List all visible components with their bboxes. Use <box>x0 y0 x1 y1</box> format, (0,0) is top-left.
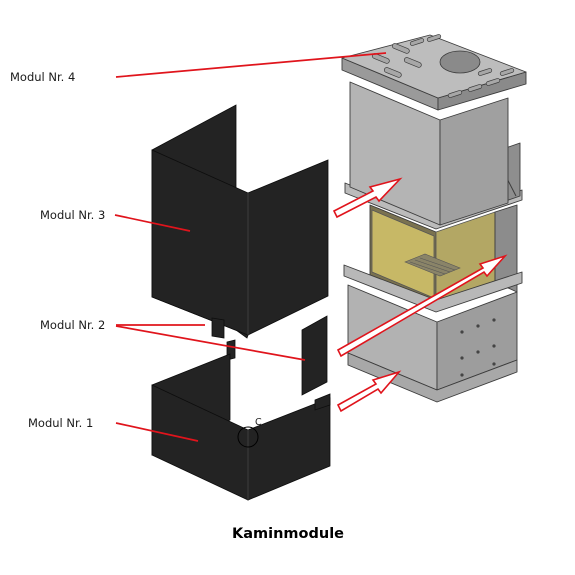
detail-c-circle <box>237 426 259 448</box>
fireplace-assembly <box>341 34 527 403</box>
module-3-right-panel <box>247 159 329 336</box>
callout-modul-3 <box>114 214 191 232</box>
label-modul-1: Modul Nr. 1 <box>28 416 93 430</box>
module-2-strip-upper <box>211 317 225 339</box>
top-plate <box>341 34 527 111</box>
callouts <box>114 52 387 442</box>
module-2-right-panel <box>301 315 328 396</box>
arrow-module-3 <box>332 177 403 219</box>
label-modul-2: Modul Nr. 2 <box>40 318 105 332</box>
detail-marker-c: C <box>255 417 262 428</box>
arrow-module-1 <box>336 370 402 413</box>
module-3-panels <box>151 104 329 339</box>
module-1-right-panel <box>247 397 331 501</box>
callout-modul-1 <box>115 422 199 442</box>
callout-modul-2-b <box>115 325 306 361</box>
label-modul-3: Modul Nr. 3 <box>40 208 105 222</box>
callout-modul-4 <box>115 52 387 78</box>
arrow-module-2 <box>336 254 508 358</box>
module-1-panels <box>151 353 331 501</box>
caption: Kaminmodule <box>232 526 344 542</box>
label-modul-4: Modul Nr. 4 <box>10 70 75 84</box>
assembly-arrows <box>332 177 508 413</box>
combustion-chamber <box>369 204 518 304</box>
flue-opening <box>439 50 481 74</box>
